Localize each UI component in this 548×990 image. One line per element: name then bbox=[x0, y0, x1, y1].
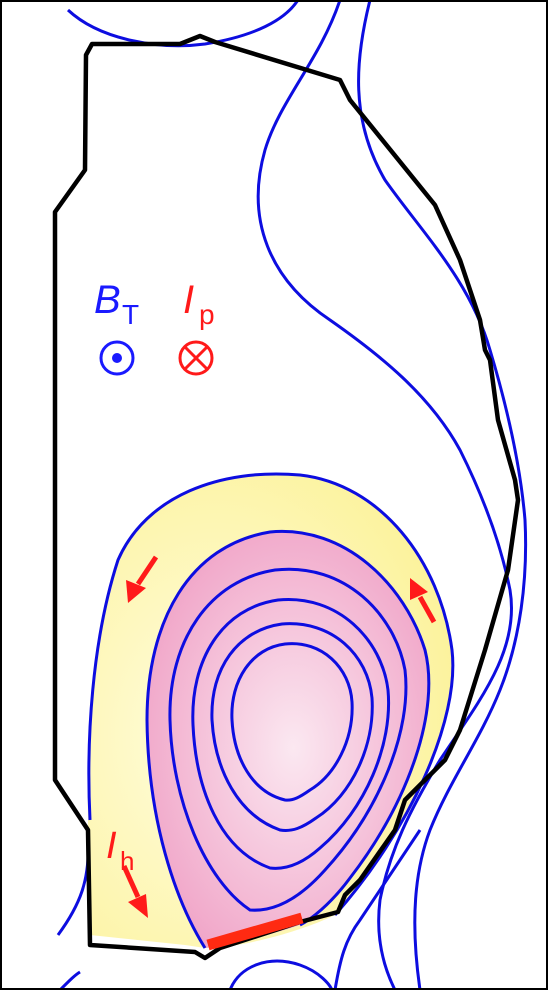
arrow-upper-left bbox=[126, 555, 159, 603]
vessel-wall bbox=[52, 33, 521, 961]
flux-line-bottom-2 bbox=[229, 959, 333, 988]
field-out-of-page-icon bbox=[99, 340, 135, 376]
halo-current-label: I h bbox=[106, 825, 134, 876]
plasma-current-label: I p bbox=[183, 278, 215, 330]
flux-line-outer-1 bbox=[256, 2, 513, 988]
halo-boundary bbox=[87, 472, 455, 916]
core-contour-2 bbox=[168, 567, 408, 912]
halo-current-subscript: h bbox=[120, 846, 134, 876]
arrow-lower-left bbox=[121, 864, 148, 918]
core-contour-1 bbox=[145, 529, 431, 949]
toroidal-field-subscript: T bbox=[122, 299, 139, 330]
halo-current-symbol: I bbox=[106, 825, 117, 867]
plasma-current-subscript: p bbox=[199, 299, 215, 330]
plasma-current-symbol: I bbox=[183, 278, 194, 322]
flux-line-top-arc bbox=[66, 2, 299, 48]
core-contour-5 bbox=[230, 642, 354, 802]
toroidal-field-label: B T bbox=[94, 278, 139, 330]
flux-line-bottom-3 bbox=[333, 829, 422, 988]
flux-line-outer-2 bbox=[357, 2, 528, 988]
arrow-right bbox=[410, 578, 437, 624]
core-contour-4 bbox=[210, 622, 374, 832]
flux-line-bottom-1 bbox=[59, 970, 81, 988]
core-contour-3 bbox=[191, 597, 391, 870]
halo-contact-strip bbox=[206, 912, 304, 951]
current-arrows bbox=[121, 555, 437, 918]
toroidal-field-symbol: B bbox=[94, 278, 121, 322]
core-contours bbox=[145, 529, 431, 949]
current-into-page-icon bbox=[178, 340, 214, 376]
flux-lines bbox=[56, 2, 528, 988]
